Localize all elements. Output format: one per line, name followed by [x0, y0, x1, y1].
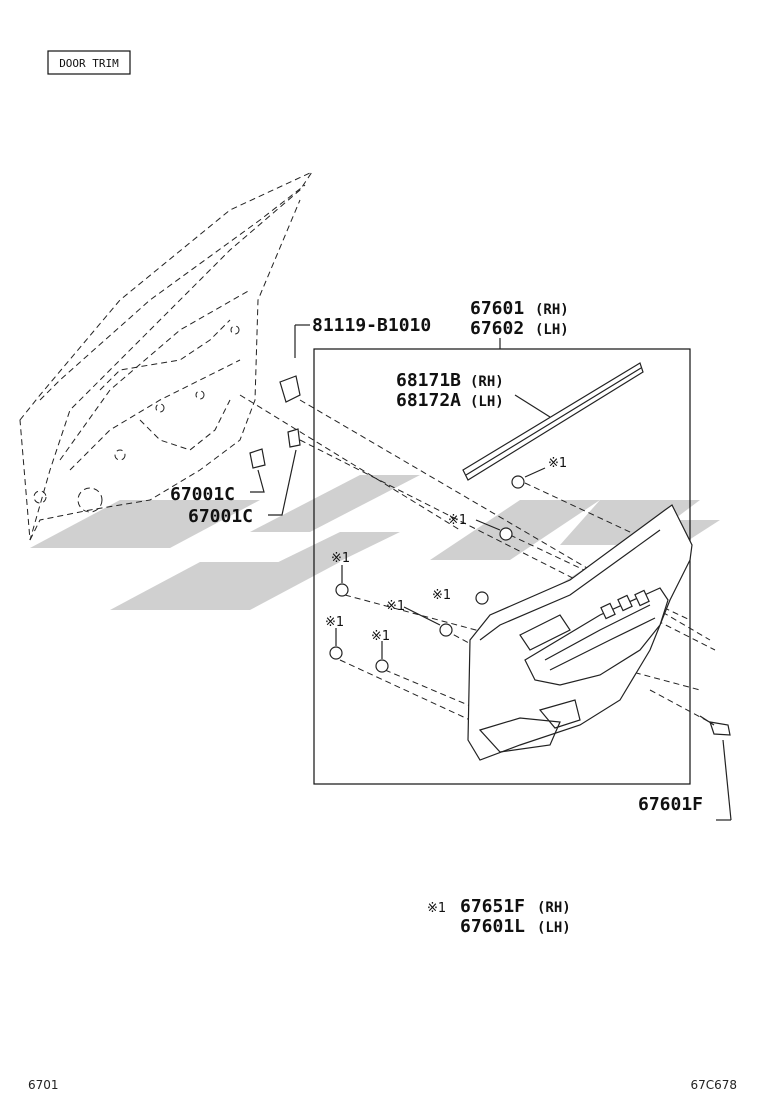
label-board-rh: 67601 — [470, 298, 524, 319]
label-weatherstrip-rh: 68171B — [396, 370, 461, 391]
label-board-rh-side: (RH) — [535, 302, 569, 318]
clip-fasteners — [329, 467, 546, 673]
footnote-mark: ※1 — [427, 901, 446, 916]
clip-parts — [249, 428, 301, 516]
label-weatherstrip-lh-side: (LH) — [470, 394, 504, 410]
footnote-rh-part: 67651F — [460, 896, 525, 917]
label-weatherstrip-lh: 68172A — [396, 390, 461, 411]
label-retainer: 81119-B1010 — [312, 315, 431, 336]
label-board-lh: 67602 — [470, 318, 524, 339]
label-board-lh-side: (LH) — [535, 322, 569, 338]
note-mark-3: ※1 — [432, 588, 451, 603]
title-box: DOOR TRIM — [47, 50, 131, 75]
label-weatherstrip-rh-side: (RH) — [470, 374, 504, 390]
footer-diagram-code: 67C678 — [690, 1078, 737, 1092]
weatherstrip-leader — [514, 394, 551, 418]
note-mark-7: ※1 — [371, 629, 390, 644]
footnote-lh-side: (LH) — [537, 920, 571, 936]
footnote-rh-side: (RH) — [537, 900, 571, 916]
footer-page-number: 6701 — [28, 1078, 59, 1092]
note-mark-2: ※1 — [448, 513, 467, 528]
trim-board-box — [313, 348, 691, 785]
note-mark-6: ※1 — [325, 615, 344, 630]
note-mark-1: ※1 — [548, 456, 567, 471]
page-title: DOOR TRIM — [59, 57, 119, 70]
label-screw: 67601F — [638, 794, 703, 815]
door-frame — [19, 170, 314, 541]
note-mark-4: ※1 — [386, 599, 405, 614]
footnote-legend: ※1 67651F (RH) 67601L (LH) — [427, 896, 571, 937]
screw-part — [699, 715, 732, 821]
label-clip-b: 67001C — [188, 506, 253, 527]
belt-weatherstrip — [462, 362, 644, 481]
label-clip-a: 67001C — [170, 484, 235, 505]
note-mark-5: ※1 — [331, 551, 350, 566]
door-trim-board — [467, 504, 693, 761]
retainer-part — [279, 324, 310, 403]
footnote-lh-part: 67601L — [460, 916, 525, 937]
